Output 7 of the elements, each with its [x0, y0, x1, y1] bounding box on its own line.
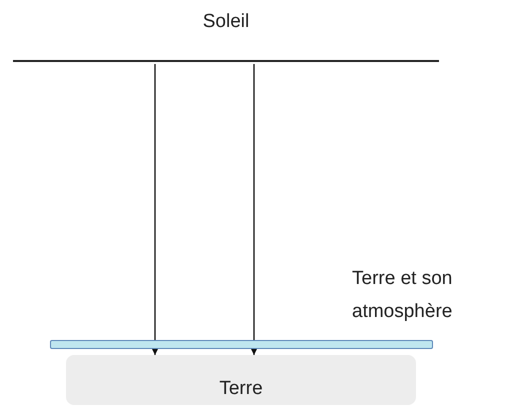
atmosphere-bar	[50, 340, 433, 349]
earth-box	[66, 355, 416, 405]
ray-arrow	[251, 64, 257, 355]
sun-label: Soleil	[202, 10, 250, 34]
earth-label: Terre	[219, 376, 263, 400]
ray-arrow	[152, 64, 158, 355]
atmosphere-label: Terre et son atmosphère	[352, 267, 454, 324]
